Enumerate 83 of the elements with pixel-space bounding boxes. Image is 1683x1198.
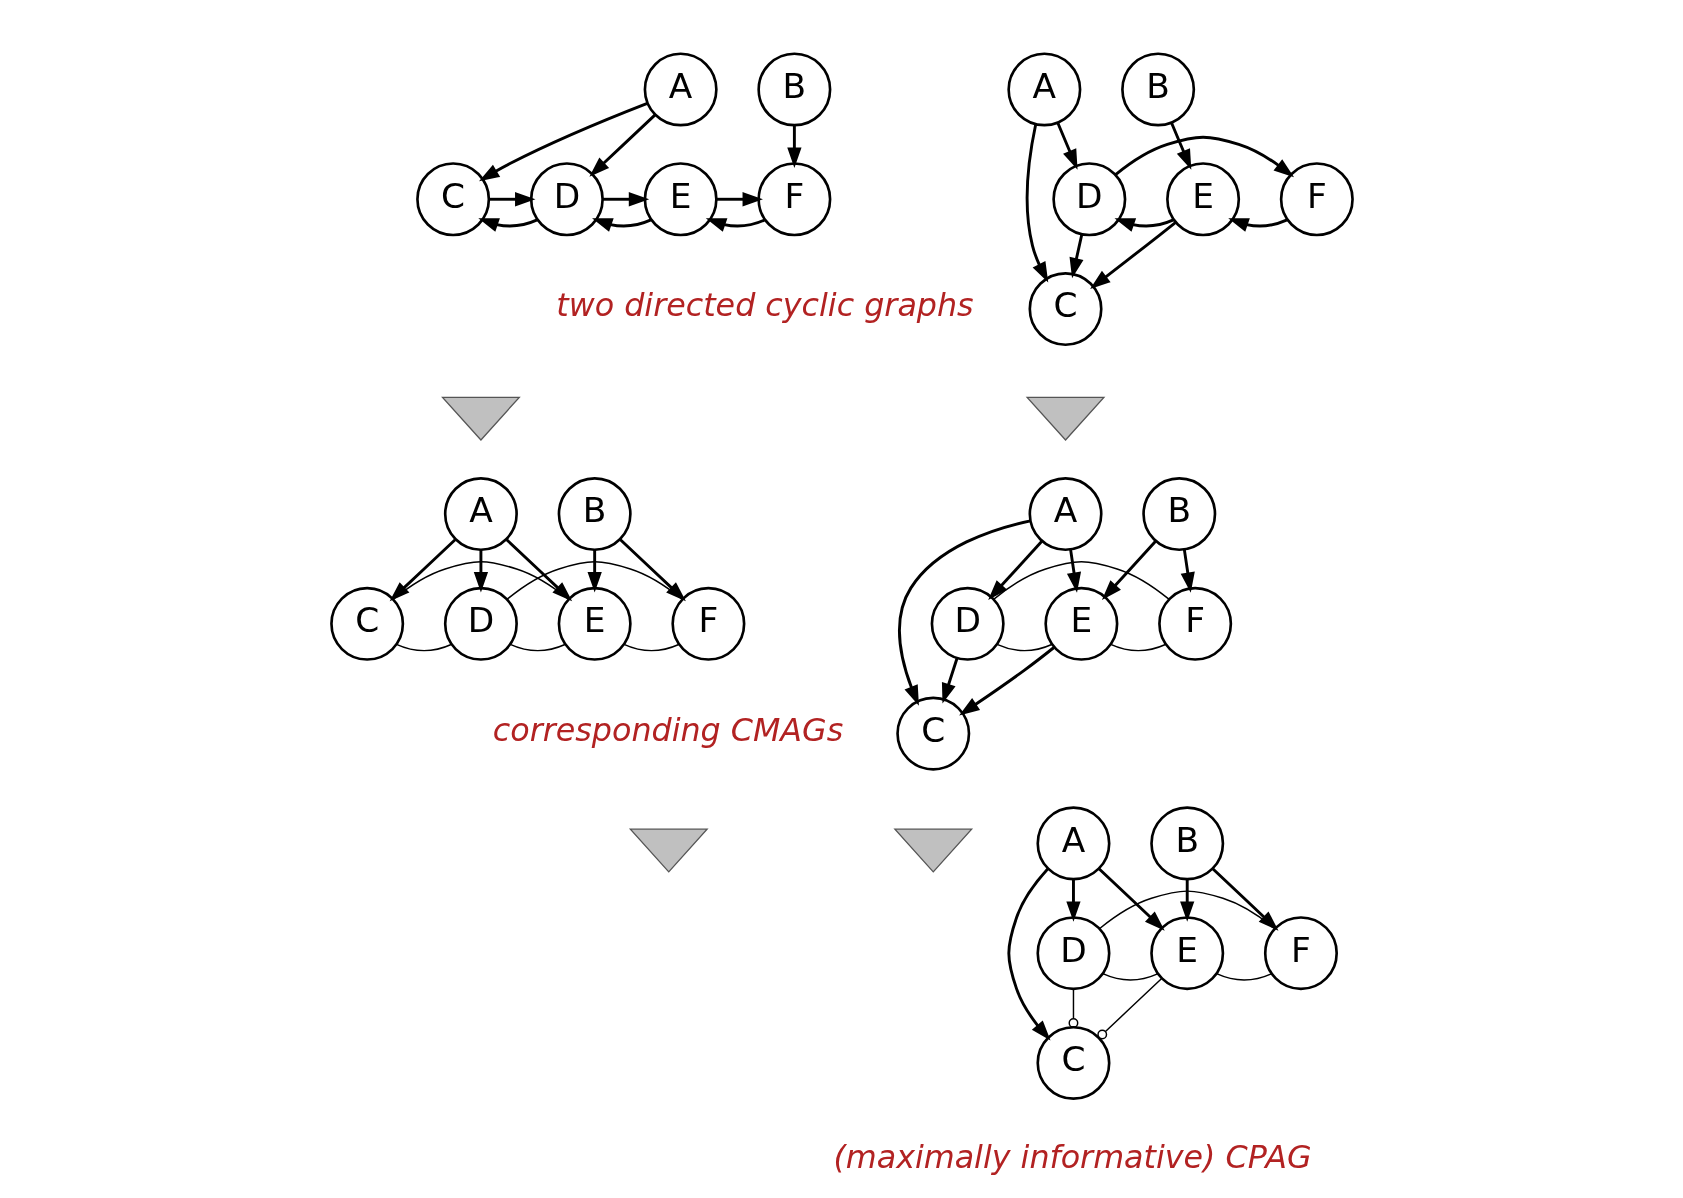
- connector: [1098, 890, 1275, 930]
- arrow: [941, 658, 958, 704]
- connector: [1101, 972, 1158, 981]
- connector: [505, 561, 683, 600]
- node-circle: A: [1035, 806, 1110, 881]
- arrow: [587, 549, 602, 593]
- label: two directed cyclic graphs: [555, 286, 974, 323]
- node-circle: B: [557, 477, 632, 552]
- connector: [622, 643, 679, 652]
- arrow: [1101, 540, 1157, 601]
- arrow: [1097, 867, 1165, 931]
- node-arrow: [1025, 396, 1105, 441]
- arrow: [1179, 879, 1194, 922]
- label: corresponding CMAGs: [492, 711, 843, 748]
- arrow: [1065, 879, 1081, 922]
- node-circle: F: [670, 586, 745, 661]
- node-circle: B: [1141, 477, 1216, 552]
- arrow: [602, 192, 649, 207]
- arrow: [987, 540, 1043, 601]
- node-circle: E: [1043, 586, 1118, 661]
- connector: [1068, 988, 1078, 1028]
- arrow: [1114, 135, 1294, 178]
- arrow: [1069, 234, 1083, 279]
- connector: [509, 643, 566, 652]
- label: (maximally informative) CPAG: [832, 1138, 1312, 1175]
- node-circle: D: [930, 586, 1005, 661]
- node-arrow: [892, 828, 973, 873]
- arrow: [618, 538, 686, 602]
- arrow: [1066, 549, 1081, 593]
- arrow: [958, 646, 1055, 716]
- connector: [395, 643, 452, 652]
- arrow: [897, 519, 1031, 706]
- connector: [1215, 972, 1272, 981]
- node-arrow: [440, 396, 521, 441]
- connector: [392, 561, 569, 600]
- node-circle: C: [1028, 272, 1103, 347]
- node-circle: F: [1157, 586, 1232, 661]
- arrow: [1089, 221, 1176, 289]
- arrow: [786, 125, 802, 168]
- arrow: [1025, 124, 1048, 283]
- node-circle: A: [643, 52, 718, 127]
- node-circle: D: [1035, 916, 1110, 991]
- arrow: [705, 218, 765, 232]
- node-circle: F: [756, 162, 831, 237]
- arrow: [1211, 867, 1278, 931]
- arrow: [1114, 218, 1174, 232]
- node-circle: C: [415, 162, 490, 237]
- arrow: [478, 102, 648, 182]
- connector: [995, 643, 1052, 652]
- node-circle: F: [1279, 162, 1354, 237]
- arrow: [716, 192, 763, 207]
- node-circle: B: [1149, 806, 1224, 881]
- arrow: [588, 114, 656, 177]
- connector: [1096, 978, 1162, 1040]
- node-circle: A: [1006, 52, 1081, 127]
- arrow: [488, 192, 535, 207]
- node-circle: E: [1165, 162, 1240, 237]
- node-circle: A: [443, 477, 518, 552]
- connector: [1109, 643, 1166, 652]
- arrow: [1169, 122, 1191, 170]
- arrow: [1227, 218, 1288, 232]
- node-circle: D: [443, 586, 518, 661]
- node-circle: D: [529, 162, 604, 237]
- arrow: [1006, 868, 1051, 1041]
- node-circle: E: [1149, 916, 1224, 991]
- arrow: [477, 218, 538, 232]
- connector: [992, 561, 1170, 600]
- node-circle: C: [895, 696, 970, 771]
- node-circle: E: [557, 586, 632, 661]
- arrow: [505, 538, 572, 602]
- node-arrow: [628, 828, 709, 873]
- arrow: [473, 549, 488, 593]
- node-circle: D: [1051, 162, 1126, 237]
- arrow: [389, 538, 456, 602]
- arrow: [1056, 122, 1078, 170]
- node-circle: C: [329, 586, 404, 661]
- arrow: [1180, 549, 1195, 593]
- node-circle: B: [1120, 52, 1195, 127]
- node-circle: B: [756, 52, 831, 127]
- node-circle: A: [1028, 477, 1103, 552]
- node-circle: F: [1263, 916, 1338, 991]
- arrow: [591, 218, 651, 232]
- node-circle: E: [643, 162, 718, 237]
